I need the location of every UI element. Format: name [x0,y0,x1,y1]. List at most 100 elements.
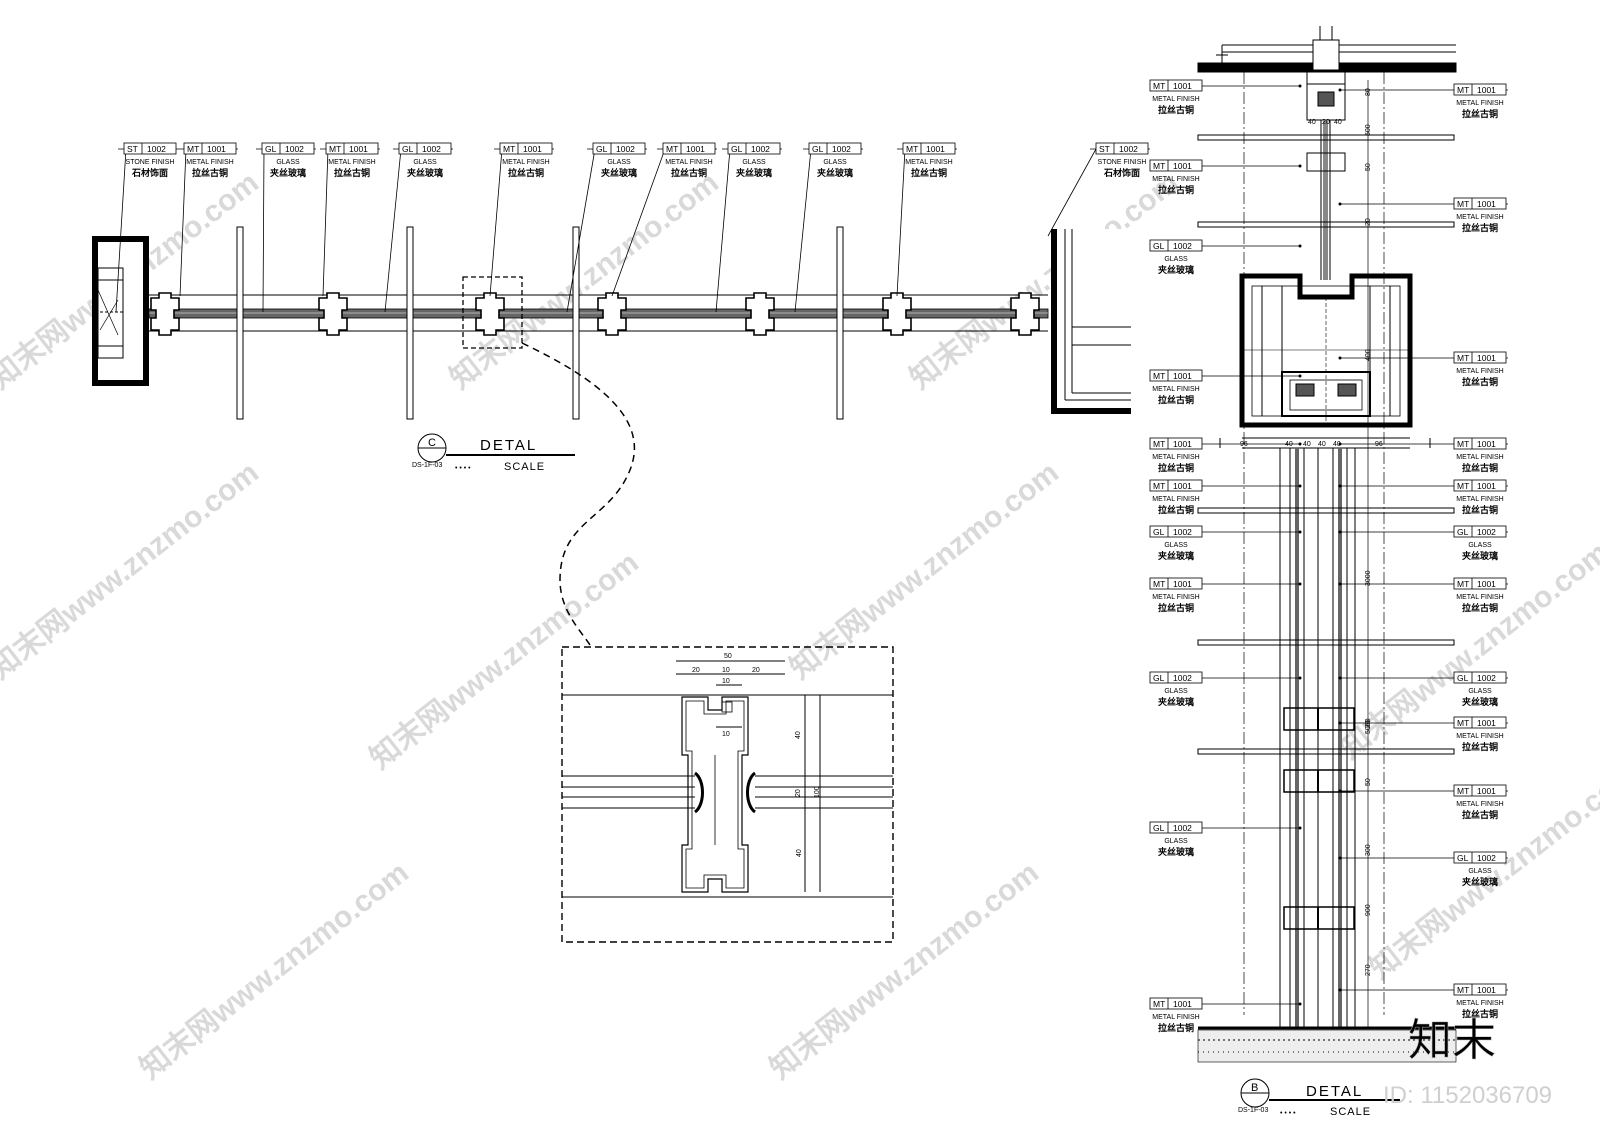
title-c-word: DETAL [480,437,537,454]
mullion-profile [475,292,505,336]
watermark-text: 知末网www.znzmo.com [784,456,1065,686]
tag-code: MT [329,144,341,154]
vertical-fin [236,226,244,420]
tag-number: 1001 [1477,481,1496,491]
tag-chinese: 石材饰面 [131,167,168,178]
dim-part-1: 20 [692,667,700,674]
tag-code: MT [906,144,918,154]
tag-number: 1001 [1477,579,1496,589]
tag-chinese: 拉丝古铜 [1462,376,1498,387]
tag-chinese: 拉丝古铜 [508,167,544,178]
tag-english: METAL FINISH [1152,496,1199,503]
leader-dot [1338,356,1342,360]
tag-code: GL [596,144,608,154]
tag-number: 1001 [1477,439,1496,449]
watermark-text: 知末网www.znzmo.com [444,166,725,396]
tag-chinese: 拉丝古铜 [1158,394,1194,405]
title-c: C DS-1F-03 DETAL • • • • SCALE [412,433,575,473]
tag-number: 1001 [1173,579,1192,589]
tag-code: GL [1457,527,1469,537]
vertical-fin [572,226,580,420]
mullion-profile [745,292,775,336]
section-view [1197,26,1457,1063]
tag-english: STONE FINISH [1098,159,1147,166]
leader-dot [1338,856,1342,860]
tag-english: METAL FINISH [1456,594,1503,601]
detail-dim-text: 50 20 10 20 10 10 40 20 40 100 [692,653,821,857]
tag-code: ST [1099,144,1110,154]
plan-view [92,226,1135,646]
title-b-scale: SCALE [1330,1106,1371,1118]
tag-english: GLASS [1164,542,1188,549]
section-dim-vertical: 50 [1365,163,1372,171]
watermark-text: 知末网www.znzmo.com [364,546,645,776]
section-dim-vertical: 80 [1365,88,1372,96]
tag-english: METAL FINISH [1456,100,1503,107]
tag-number: 1001 [349,144,368,154]
tag-code: MT [187,144,199,154]
mullion-profile [318,292,348,336]
section-dim-width: 40 [1308,119,1316,126]
tag-chinese: 夹丝玻璃 [736,167,772,178]
leader-dot [1298,244,1302,248]
tag-english: GLASS [1468,868,1492,875]
tag-chinese: 夹丝玻璃 [1158,264,1194,275]
tag-english: GLASS [1164,256,1188,263]
tag-english: METAL FINISH [905,159,952,166]
mullion-profile [597,292,627,336]
tag-number: 1002 [1477,673,1496,683]
leader-dot [1338,789,1342,793]
leader-dot [1298,1002,1302,1006]
tag-chinese: 夹丝玻璃 [270,167,306,178]
mullion-profile [150,292,180,336]
tag-code: GL [1457,853,1469,863]
leader-dot [1338,442,1342,446]
section-dim-horizontal: 40 [1333,441,1341,448]
leader-dot [1298,530,1302,534]
tag-number: 1001 [1477,85,1496,95]
tag-english: GLASS [1468,542,1492,549]
tag-number: 1001 [523,144,542,154]
tag-chinese: 拉丝古铜 [1462,809,1498,820]
logo-block: 知末 ID: 1152036709 [1383,1016,1552,1109]
tag-code: MT [1457,85,1469,95]
section-dim-vertical: 270 [1365,964,1372,976]
tag-code: GL [1153,241,1165,251]
tag-code: GL [1153,673,1165,683]
leader-dot [1338,676,1342,680]
title-b: B DS-1F-03 DETAL • • • • SCALE [1238,1078,1400,1118]
leader-dot [1338,484,1342,488]
tag-code: MT [1457,199,1469,209]
section-dim-vertical: 400 [1365,349,1372,361]
tag-chinese: 拉丝古铜 [334,167,370,178]
tag-english: METAL FINISH [1152,386,1199,393]
vertical-fin [406,226,414,420]
tag-english: GLASS [607,159,631,166]
dim-inner-2: 10 [722,731,730,738]
leader-dot [1298,442,1302,446]
tag-number: 1001 [1477,985,1496,995]
dim-v2: 20 [795,789,802,797]
vertical-fin [836,226,844,420]
tag-code: MT [1153,371,1165,381]
title-c-sheet: DS-1F-03 [412,462,442,469]
